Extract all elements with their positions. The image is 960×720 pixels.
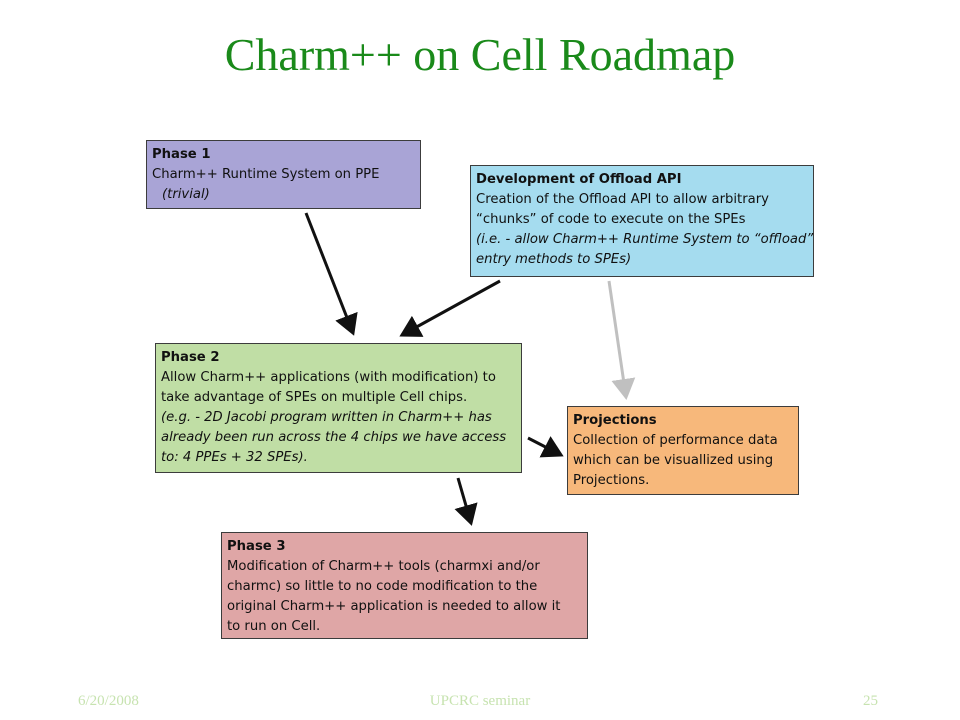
offload-text-line2: “chunks” of code to execute on the SPEs	[476, 212, 746, 227]
phase2-heading: Phase 2	[161, 350, 220, 365]
phase1-text: Charm++ Runtime System on PPE	[152, 167, 380, 182]
phase2-note-line2: already been run across the 4 chips we h…	[161, 430, 507, 445]
offload-heading: Development of Offload API	[476, 172, 682, 187]
phase1-note: (trivial)	[162, 187, 210, 202]
projections-heading: Projections	[573, 413, 657, 428]
footer-page-number: 25	[863, 693, 878, 709]
phase2-text-line1: Allow Charm++ applications (with modific…	[161, 370, 496, 385]
arrow-phase2-to-phase3	[454, 477, 478, 526]
arrow-offload-to-phase2	[399, 279, 501, 337]
phase3-text-line4: to run on Cell.	[227, 619, 321, 634]
arrow-phase2-to-projections	[527, 436, 564, 458]
projections-box: Projections Collection of performance da…	[567, 406, 799, 495]
footer-date: 6/20/2008	[78, 693, 139, 709]
phase1-box: Phase 1 Charm++ Runtime System on PPE (t…	[146, 140, 421, 209]
phase3-text-line3: original Charm++ application is needed t…	[227, 599, 561, 614]
slide-title: Charm++ on Cell Roadmap	[224, 29, 736, 80]
phase3-text-line1: Modification of Charm++ tools (charmxi a…	[227, 559, 540, 574]
projections-text-line3: Projections.	[573, 473, 650, 488]
phase2-text-line2: take advantage of SPEs on multiple Cell …	[161, 390, 468, 405]
phase2-box: Phase 2 Allow Charm++ applications (with…	[155, 343, 522, 473]
phase3-text-line2: charmc) so little to no code modificatio…	[227, 579, 538, 594]
offload-api-box: Development of Offload API Creation of t…	[470, 165, 814, 277]
phase2-note-line3: to: 4 PPEs + 32 SPEs).	[161, 450, 308, 465]
footer-seminar: UPCRC seminar	[429, 693, 531, 709]
projections-text-line2: which can be visuallized using	[573, 453, 774, 468]
arrow-offload-to-projections	[607, 280, 636, 400]
offload-note-line2: entry methods to SPEs)	[476, 252, 632, 267]
phase1-heading: Phase 1	[152, 147, 211, 162]
offload-note-line1: (i.e. - allow Charm++ Runtime System to …	[476, 232, 814, 247]
phase3-box: Phase 3 Modification of Charm++ tools (c…	[221, 532, 588, 639]
phase2-note-line1: (e.g. - 2D Jacobi program written in Cha…	[161, 410, 492, 425]
offload-text-line1: Creation of the Offload API to allow arb…	[476, 192, 769, 207]
projections-text-line1: Collection of performance data	[573, 433, 778, 448]
arrow-phase1-to-phase2	[304, 212, 358, 336]
phase3-heading: Phase 3	[227, 539, 286, 554]
